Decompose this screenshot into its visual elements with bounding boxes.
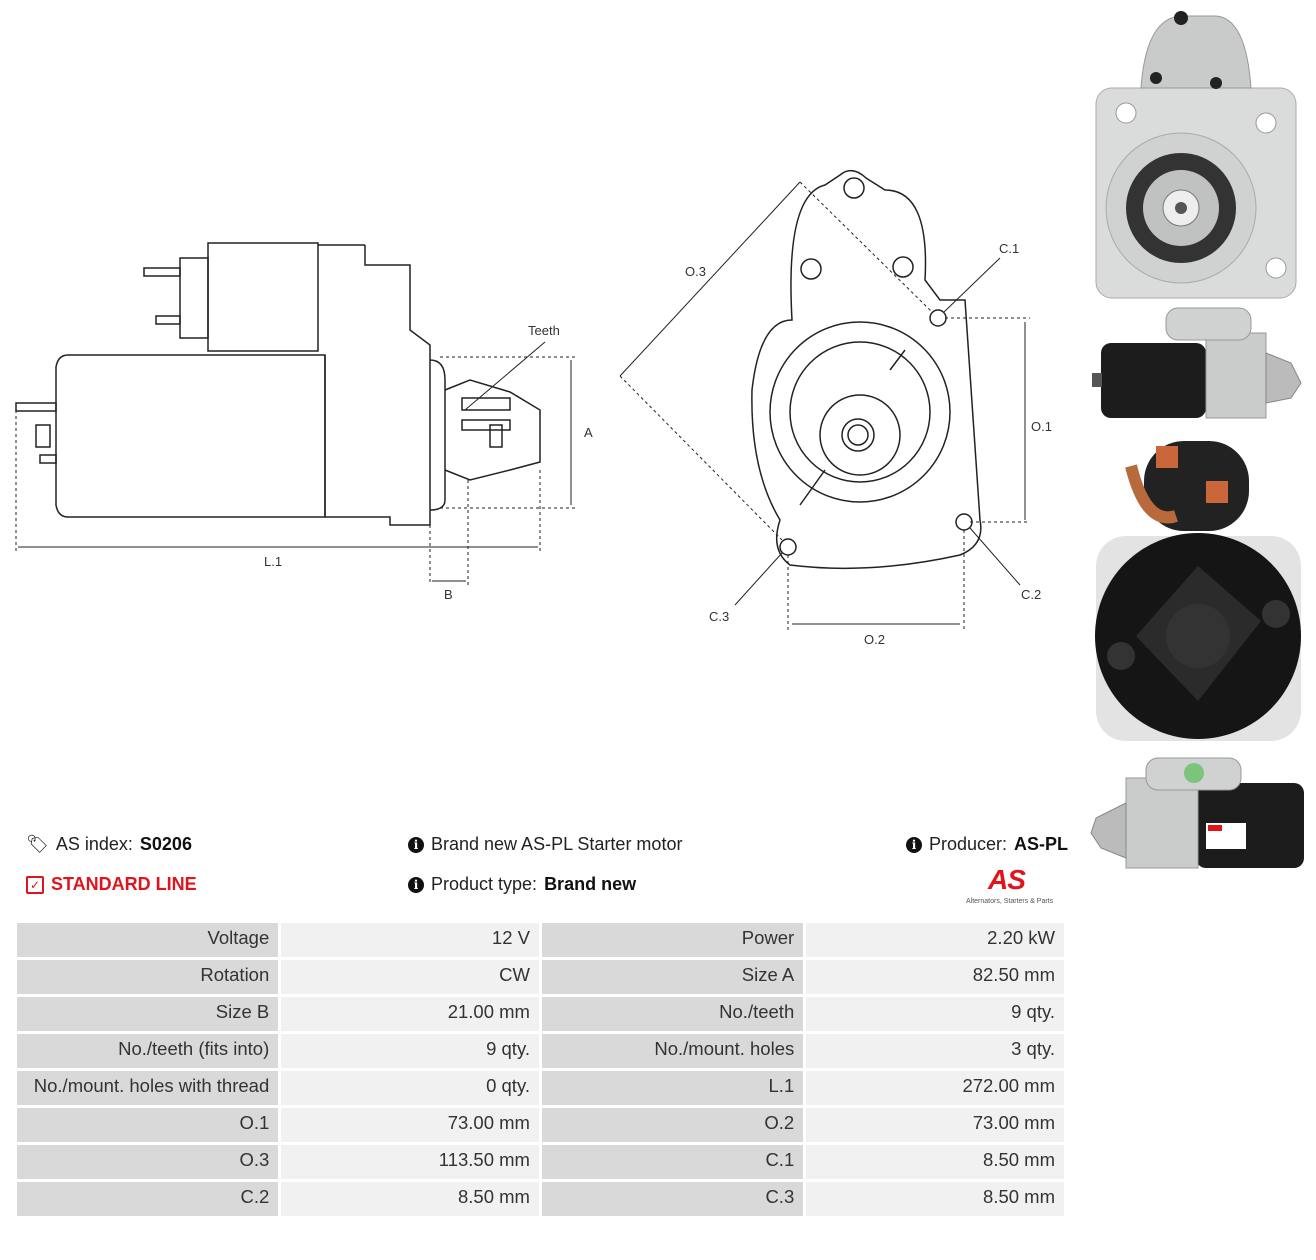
producer-label: Producer: [929,834,1008,854]
product-info: 🏷 AS index: S0206 ✓ STANDARD LINE i Bran… [0,820,1080,920]
size-b-label: B [444,587,453,602]
size-a-label: A [584,425,593,440]
spec-value: 8.50 mm [281,1182,539,1216]
as-logo: AS Alternators, Starters & Parts [960,864,1070,908]
check-square-icon: ✓ [26,875,44,894]
as-index: 🏷 AS index: S0206 [26,834,192,855]
c3-label: C.3 [709,609,729,624]
length-l1-label: L.1 [264,554,282,569]
spec-label: O.3 [17,1145,279,1179]
technical-drawing: Teeth A L.1 B O.1 O.2 O.3 C.1 C.2 C.3 [15,169,1052,647]
spec-label: O.2 [541,1108,804,1142]
standard-line-label: STANDARD LINE [51,874,197,894]
teeth-label: Teeth [528,323,560,338]
spec-label: Size B [17,997,279,1031]
as-index-value: S0206 [139,834,192,854]
spec-label: Voltage [17,923,279,957]
spec-label: O.1 [17,1108,279,1142]
spec-label: C.3 [541,1182,804,1216]
starter-side-view [15,242,541,526]
spec-value: 9 qty. [806,997,1064,1031]
photo-top-view[interactable] [1086,753,1312,878]
tags-icon: 🏷 [26,834,49,854]
description-text: Brand new AS-PL Starter motor [431,834,683,854]
spec-label: C.1 [541,1145,804,1179]
spec-label: Size A [541,960,804,994]
description: i Brand new AS-PL Starter motor [408,834,682,855]
spec-value: 12 V [281,923,539,957]
spec-value: CW [281,960,539,994]
producer-value: AS-PL [1014,834,1069,854]
info-icon: i [408,876,424,893]
o3-label: O.3 [685,264,706,279]
spec-value: 3 qty. [806,1034,1064,1068]
spec-label: C.2 [17,1182,279,1216]
spec-value: 73.00 mm [281,1108,539,1142]
spec-label: Rotation [17,960,279,994]
spec-value: 21.00 mm [281,997,539,1031]
spec-value: 82.50 mm [806,960,1064,994]
spec-value: 8.50 mm [806,1145,1064,1179]
spec-label: No./mount. holes [541,1034,804,1068]
o2-label: O.2 [864,632,885,647]
c1-label: C.1 [999,241,1019,256]
o1-label: O.1 [1031,419,1052,434]
as-logo-mark: AS [988,864,1026,895]
standard-line: ✓ STANDARD LINE [26,874,197,895]
photo-side-view[interactable] [1086,303,1312,428]
photo-front-view[interactable] [1086,8,1306,303]
spec-value: 8.50 mm [806,1182,1064,1216]
spec-value: 0 qty. [281,1071,539,1105]
spec-value: 9 qty. [281,1034,539,1068]
product-type-label: Product type: [431,874,538,894]
front-view-dimensions [619,181,1030,630]
product-type-value: Brand new [544,874,637,894]
spec-value: 2.20 kW [806,923,1064,957]
spec-label: No./teeth (fits into) [17,1034,279,1068]
c2-label: C.2 [1021,587,1041,602]
spec-label: No./mount. holes with thread [17,1071,279,1105]
as-index-label: AS index: [55,834,133,854]
photo-rear-view[interactable] [1086,436,1312,746]
spec-label: No./teeth [541,997,804,1031]
starter-front-view [751,169,982,570]
producer: i Producer: AS-PL [906,834,1068,855]
spec-label: L.1 [541,1071,804,1105]
info-icon: i [408,836,424,853]
spec-value: 113.50 mm [281,1145,539,1179]
side-view-dimensions [15,341,575,585]
product-type: i Product type: Brand new [408,874,636,895]
spec-value: 272.00 mm [806,1071,1064,1105]
table-row: No./teeth (fits into)9 qty.No./mount. ho… [17,1034,1064,1068]
info-icon: i [906,836,922,853]
spec-label: Power [541,923,804,957]
as-logo-tagline: Alternators, Starters & Parts [966,898,1054,905]
spec-value: 73.00 mm [806,1108,1064,1142]
